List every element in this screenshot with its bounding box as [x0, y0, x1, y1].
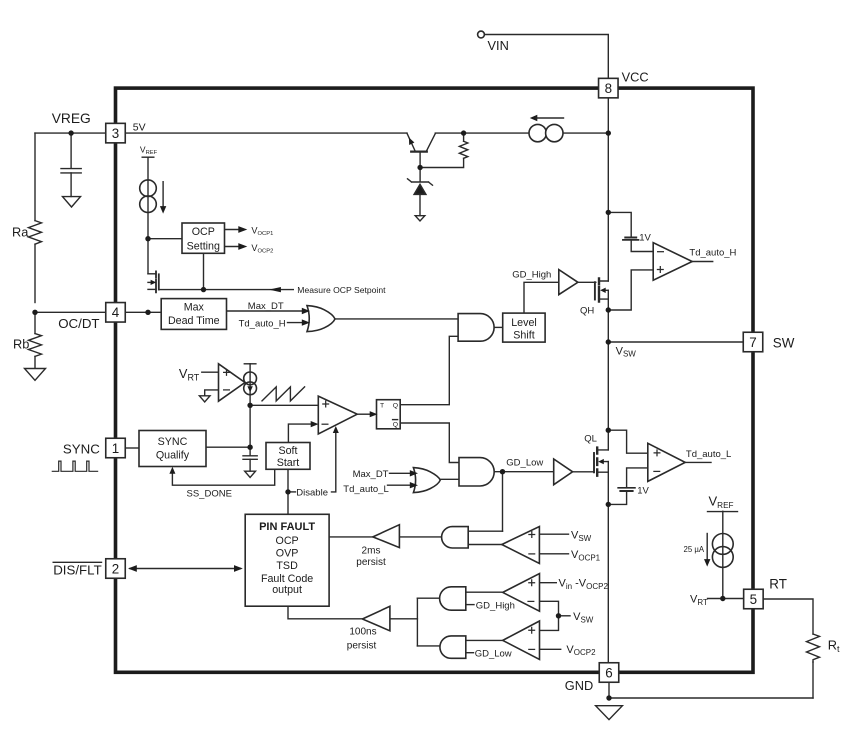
svg-text:GD_High: GD_High [512, 270, 551, 281]
svg-text:GND: GND [565, 678, 593, 693]
svg-text:TSD: TSD [276, 560, 298, 572]
svg-text:DIS/FLT: DIS/FLT [53, 562, 102, 577]
svg-text:1V: 1V [637, 485, 649, 496]
svg-text:SS_DONE: SS_DONE [187, 488, 232, 499]
svg-text:VREG: VREG [52, 111, 91, 126]
svg-text:Td_auto_L: Td_auto_L [686, 449, 731, 460]
svg-text:T: T [380, 403, 384, 410]
svg-text:Max: Max [184, 302, 205, 314]
svg-text:Disable: Disable [296, 487, 328, 498]
svg-text:4: 4 [112, 305, 120, 320]
svg-text:SW: SW [773, 336, 795, 351]
svg-text:Q: Q [393, 421, 398, 428]
svg-text:1: 1 [112, 441, 119, 456]
svg-text:5: 5 [750, 592, 757, 607]
svg-text:VOCP2: VOCP2 [251, 243, 273, 255]
svg-text:Td_auto_H: Td_auto_H [689, 248, 736, 259]
svg-text:persist: persist [347, 641, 377, 652]
svg-text:Td_auto_L: Td_auto_L [343, 484, 388, 495]
svg-text:Start: Start [277, 457, 300, 469]
svg-text:Max_DT: Max_DT [353, 469, 389, 480]
svg-text:PIN FAULT: PIN FAULT [259, 521, 315, 533]
svg-text:Level: Level [511, 317, 537, 329]
svg-text:GD_Low: GD_Low [475, 649, 512, 660]
svg-text:1V: 1V [639, 233, 651, 244]
svg-text:output: output [272, 584, 302, 596]
svg-text:OCP: OCP [192, 226, 215, 238]
svg-text:2: 2 [112, 561, 119, 576]
svg-text:QL: QL [584, 433, 597, 444]
svg-text:Rt: Rt [828, 638, 840, 655]
svg-text:QH: QH [580, 306, 594, 317]
svg-text:SYNC: SYNC [63, 442, 100, 457]
svg-text:5V: 5V [133, 121, 146, 133]
svg-text:VCC: VCC [622, 69, 649, 84]
svg-text:100ns: 100ns [349, 626, 376, 637]
svg-text:6: 6 [605, 665, 612, 680]
svg-text:Td_auto_H: Td_auto_H [239, 319, 286, 330]
svg-text:Setting: Setting [187, 240, 220, 252]
svg-text:RT: RT [769, 577, 787, 592]
svg-text:Rb: Rb [13, 337, 29, 352]
svg-text:7: 7 [749, 335, 756, 350]
svg-text:Shift: Shift [513, 329, 534, 341]
svg-text:3: 3 [112, 126, 119, 141]
svg-text:8: 8 [605, 81, 612, 96]
svg-text:Measure OCP Setpoint: Measure OCP Setpoint [297, 285, 386, 295]
svg-text:25 µA: 25 µA [684, 545, 705, 554]
svg-text:Qualify: Qualify [156, 450, 190, 462]
svg-text:GD_High: GD_High [476, 601, 515, 612]
svg-text:persist: persist [356, 557, 386, 568]
svg-text:OCP: OCP [276, 535, 299, 547]
svg-text:Ra: Ra [12, 225, 29, 240]
svg-text:Soft: Soft [278, 445, 297, 457]
svg-text:Q: Q [393, 403, 398, 410]
svg-text:OVP: OVP [276, 547, 299, 559]
svg-text:VIN: VIN [488, 38, 509, 53]
svg-text:Dead Time: Dead Time [168, 315, 220, 327]
svg-text:VREF: VREF [140, 144, 158, 156]
svg-text:Max_DT: Max_DT [248, 301, 284, 312]
svg-text:SYNC: SYNC [158, 436, 188, 448]
svg-text:2ms: 2ms [362, 545, 381, 556]
svg-text:Fault Code: Fault Code [261, 573, 313, 585]
svg-text:OC/DT: OC/DT [58, 316, 99, 331]
svg-text:GD_Low: GD_Low [506, 458, 543, 469]
svg-text:VOCP1: VOCP1 [251, 226, 273, 238]
